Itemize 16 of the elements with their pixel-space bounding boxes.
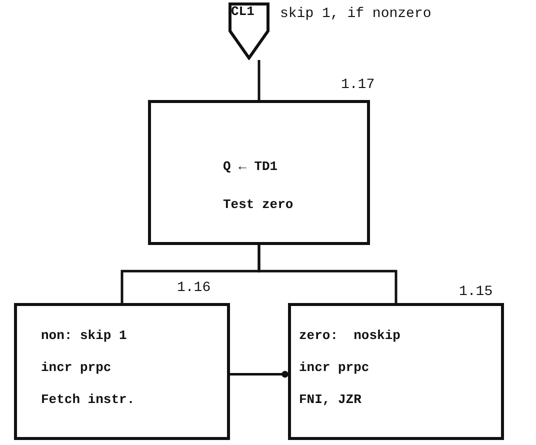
box-text: incr prpc [41,360,112,375]
box-text: zero: noskip [299,328,400,343]
step-number: 1.15 [459,284,493,300]
box-text: incr prpc [299,360,370,375]
box-text: CL1 [231,4,254,19]
step-number: 1.16 [177,280,211,296]
box-text: Test zero [223,197,294,212]
note-text: skip 1, if nonzero [280,6,432,22]
connector-line [258,245,398,303]
box-text: FNI, JZR [299,392,362,407]
connector-line [258,60,260,100]
box-text: non: skip 1 [41,328,127,343]
dot-connector [230,370,288,378]
box-text: Q ← TD1 [223,159,278,174]
box-text: Fetch instr. [41,392,135,407]
step-number: 1.17 [341,77,375,93]
